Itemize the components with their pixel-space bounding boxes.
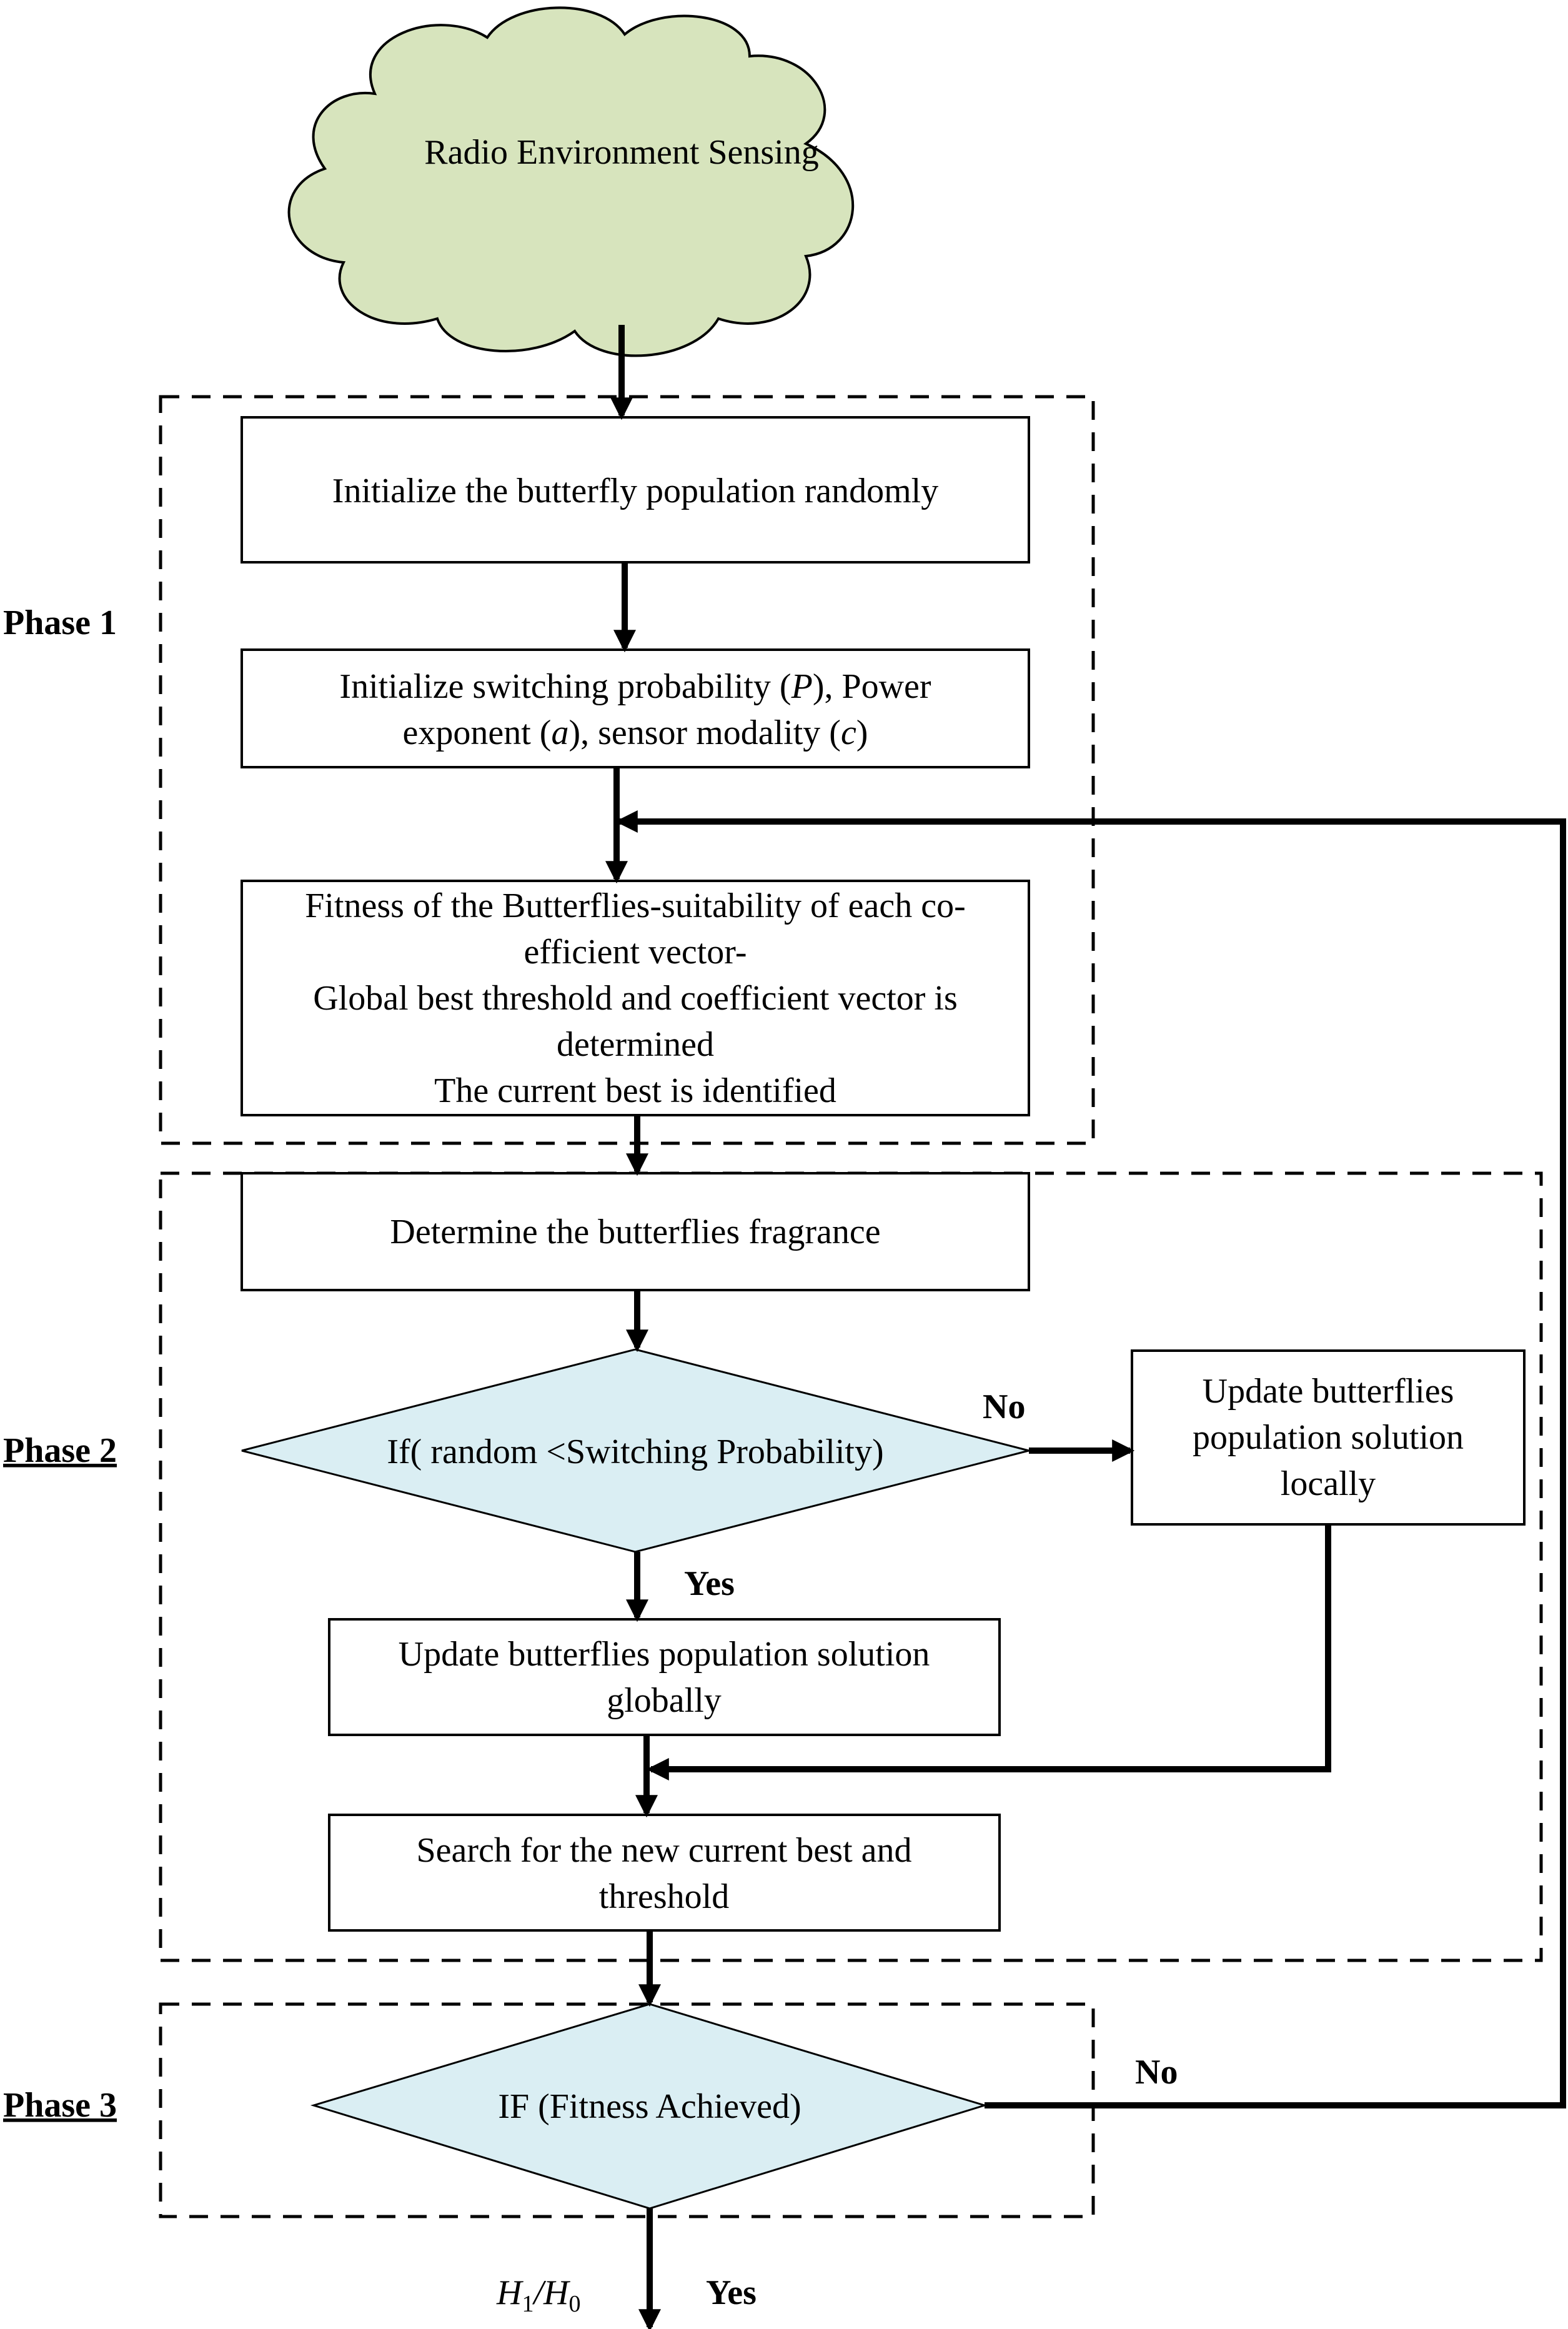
update-local-box: Update butterflies population solution l… <box>1131 1349 1526 1526</box>
search-best-line-2: threshold <box>599 1877 729 1916</box>
switching-decision-text: If( random <Switching Probability) <box>387 1433 883 1471</box>
fitness-line-4: determined <box>557 1025 714 1064</box>
fitness-line-2: efficient vector- <box>524 933 747 971</box>
init-params-line-1: Initialize switching probability (P), Po… <box>339 667 931 706</box>
start-cloud: Radio Environment Sensing <box>287 6 855 357</box>
phase1-frame <box>159 395 1095 1145</box>
switching-no-label: No <box>983 1388 1025 1426</box>
update-global-box: Update butterflies population solution g… <box>328 1618 1001 1736</box>
update-local-line-1: Update butterflies <box>1203 1372 1454 1411</box>
switching-decision: If( random <Switching Probability) <box>241 1348 1030 1553</box>
output-hypothesis-label: H1/H0 <box>496 2273 580 2317</box>
init-population-box: Initialize the butterfly population rand… <box>241 416 1030 564</box>
fitness-no-label: No <box>1135 2053 1178 2092</box>
fitness-achieved-decision: IF (Fitness Achieved) <box>310 2003 988 2210</box>
fitness-line-5: The current best is identified <box>434 1071 836 1110</box>
arrow-local-to-merge <box>646 1524 1331 1780</box>
update-global-line-1: Update butterflies population solution <box>399 1635 930 1674</box>
switching-yes-label: Yes <box>684 1564 735 1603</box>
init-params-line-2: exponent (a), sensor modality (c) <box>403 713 868 752</box>
start-label: Radio Environment Sensing <box>424 133 819 172</box>
init-population-text: Initialize the butterfly population rand… <box>332 472 938 510</box>
fitness-line-3: Global best threshold and coefficient ve… <box>313 979 958 1018</box>
search-best-box: Search for the new current best and thre… <box>328 1814 1001 1932</box>
arrow-no-loop-back <box>615 810 1566 2108</box>
update-local-line-3: locally <box>1281 1464 1376 1503</box>
fitness-box: Fitness of the Butterflies-suitability o… <box>241 880 1030 1116</box>
phase2-label: Phase 2 <box>3 1431 117 1470</box>
fitness-achieved-text: IF (Fitness Achieved) <box>498 2087 801 2126</box>
update-local-line-2: population solution <box>1193 1418 1464 1457</box>
fragrance-box: Determine the butterflies fragrance <box>241 1172 1030 1291</box>
phase1-label: Phase 1 <box>3 603 117 642</box>
search-best-line-1: Search for the new current best and <box>417 1831 912 1870</box>
phase3-frame <box>159 2002 1095 2218</box>
fitness-line-1: Fitness of the Butterflies-suitability o… <box>305 886 966 925</box>
init-params-box: Initialize switching probability (P), Po… <box>241 648 1030 768</box>
fragrance-text: Determine the butterflies fragrance <box>390 1213 880 1251</box>
phase3-label: Phase 3 <box>3 2086 117 2125</box>
update-global-line-2: globally <box>607 1681 722 1720</box>
output-yes-label: Yes <box>706 2273 757 2312</box>
